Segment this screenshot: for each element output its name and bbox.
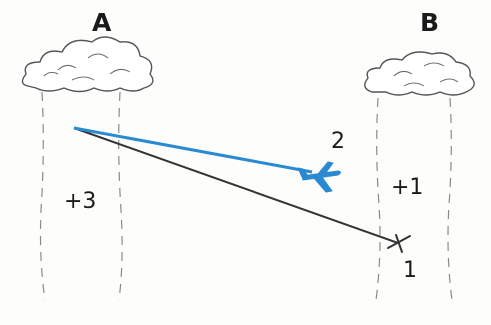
path-line-black: [74, 128, 398, 243]
cloud-b-label: B: [420, 8, 439, 37]
rain-line-b-right: [448, 98, 452, 300]
cloud-a-outline: [22, 37, 152, 92]
cross-mark-icon: [388, 235, 410, 252]
cloud-b: [365, 52, 474, 95]
cloud-a-label: A: [92, 8, 112, 37]
rain-line-b-left: [376, 98, 380, 300]
cloud-a: [22, 37, 152, 92]
value-a-label: +3: [64, 189, 96, 214]
rain-line-a-left: [41, 92, 46, 300]
rain-line-a-right: [119, 92, 122, 300]
airplane-wing: [314, 177, 332, 192]
cloud-b-outline: [365, 52, 474, 95]
path-blue-label: 2: [331, 129, 345, 154]
value-b-label: +1: [391, 175, 423, 200]
path-black-label: 1: [403, 258, 417, 283]
path-line-blue: [74, 128, 312, 172]
airplane-icon: [298, 162, 341, 192]
